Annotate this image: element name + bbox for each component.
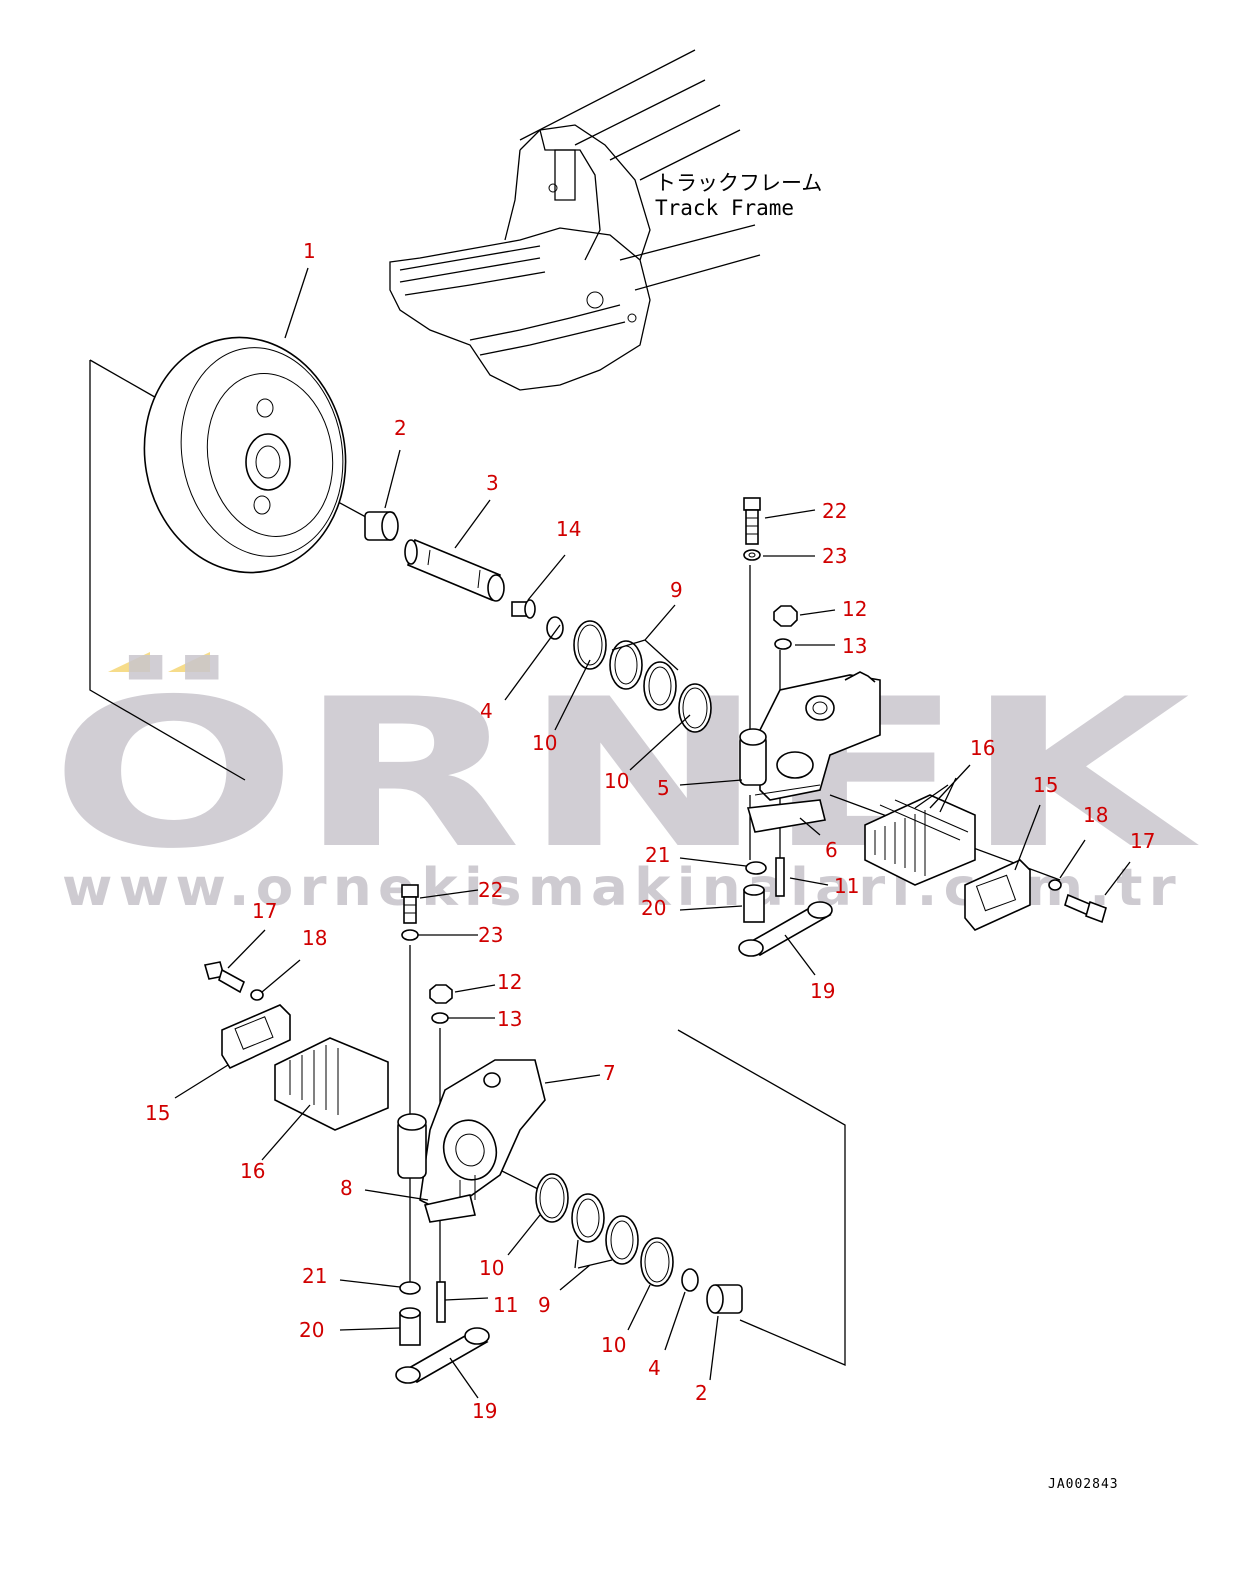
callout-13-lower: 13 <box>497 1007 522 1031</box>
callout-14: 14 <box>556 517 581 541</box>
callout-5: 5 <box>657 776 670 800</box>
nut-upper <box>773 605 798 650</box>
callout-1: 1 <box>303 239 316 263</box>
callout-4-lower: 4 <box>648 1356 661 1380</box>
callout-10-upper-a: 10 <box>532 731 557 755</box>
callout-17-lower: 17 <box>252 899 277 923</box>
shaft <box>404 538 505 602</box>
callout-12-lower: 12 <box>497 970 522 994</box>
callout-21-upper: 21 <box>645 843 670 867</box>
callout-18-upper: 18 <box>1083 803 1108 827</box>
callout-11-upper: 11 <box>834 874 859 898</box>
callout-10-lower-b: 10 <box>601 1333 626 1357</box>
callout-8: 8 <box>340 1176 353 1200</box>
callout-2-lower: 2 <box>695 1381 708 1405</box>
callout-labels: 1 2 3 14 9 4 10 10 22 23 12 13 5 6 21 11… <box>145 239 1155 1423</box>
callout-17-upper: 17 <box>1130 829 1155 853</box>
callout-12-upper: 12 <box>842 597 867 621</box>
plug <box>511 599 536 619</box>
callout-15-lower: 15 <box>145 1101 170 1125</box>
lower-pins-lower <box>395 1281 490 1384</box>
callout-18-lower: 18 <box>302 926 327 950</box>
lower-pins-upper <box>738 857 833 957</box>
callout-15-upper: 15 <box>1033 773 1058 797</box>
bushing-upper <box>364 511 399 541</box>
callout-9-upper: 9 <box>670 578 683 602</box>
callout-7: 7 <box>603 1061 616 1085</box>
bracket-lower <box>397 1059 546 1223</box>
o-ring-upper <box>546 616 564 640</box>
callout-6: 6 <box>825 838 838 862</box>
leader-lines <box>174 267 1131 1399</box>
bolt-lower <box>401 884 419 941</box>
track-frame: トラックフレーム Track Frame <box>389 49 822 391</box>
callout-16-upper: 16 <box>970 736 995 760</box>
frame-label-japanese: トラックフレーム <box>655 171 822 195</box>
seal-rings-lower <box>535 1173 699 1292</box>
callout-9-lower: 9 <box>538 1293 551 1317</box>
shim-stack-lower <box>274 1037 389 1131</box>
bracket-upper <box>739 671 881 833</box>
bolt-upper <box>743 497 761 561</box>
bushing-lower <box>706 1284 743 1314</box>
watermark-brand: ÖRNEK <box>50 655 1200 894</box>
guide-plate-upper <box>964 859 1031 931</box>
drawing-code: JA002843 <box>1048 1477 1119 1492</box>
callout-13-upper: 13 <box>842 634 867 658</box>
callout-19-lower: 19 <box>472 1399 497 1423</box>
callout-10-upper-b: 10 <box>604 769 629 793</box>
shim-stack-upper <box>864 794 976 886</box>
callout-20-lower: 20 <box>299 1318 324 1342</box>
callout-23-upper: 23 <box>822 544 847 568</box>
callout-16-lower: 16 <box>240 1159 265 1183</box>
bolt-right <box>1048 879 1107 924</box>
callout-22-lower: 22 <box>478 878 503 902</box>
callout-20-upper: 20 <box>641 896 666 920</box>
nut-lower <box>429 984 453 1024</box>
watermark-accent-right <box>168 652 210 672</box>
callout-3: 3 <box>486 471 499 495</box>
callout-21-lower: 21 <box>302 1264 327 1288</box>
callout-4-upper: 4 <box>480 699 493 723</box>
frame-label-english: Track Frame <box>655 196 794 220</box>
watermark-accent-left <box>108 652 150 672</box>
callout-10-lower-a: 10 <box>479 1256 504 1280</box>
seal-rings-upper <box>573 620 712 733</box>
callout-11-lower: 11 <box>493 1293 518 1317</box>
callout-2-upper: 2 <box>394 416 407 440</box>
guide-plate-lower <box>221 1004 291 1070</box>
bolt-left <box>203 961 264 1001</box>
callout-22-upper: 22 <box>822 499 847 523</box>
callout-19-upper: 19 <box>810 979 835 1003</box>
idler-wheel <box>143 336 347 574</box>
callout-23-lower: 23 <box>478 923 503 947</box>
